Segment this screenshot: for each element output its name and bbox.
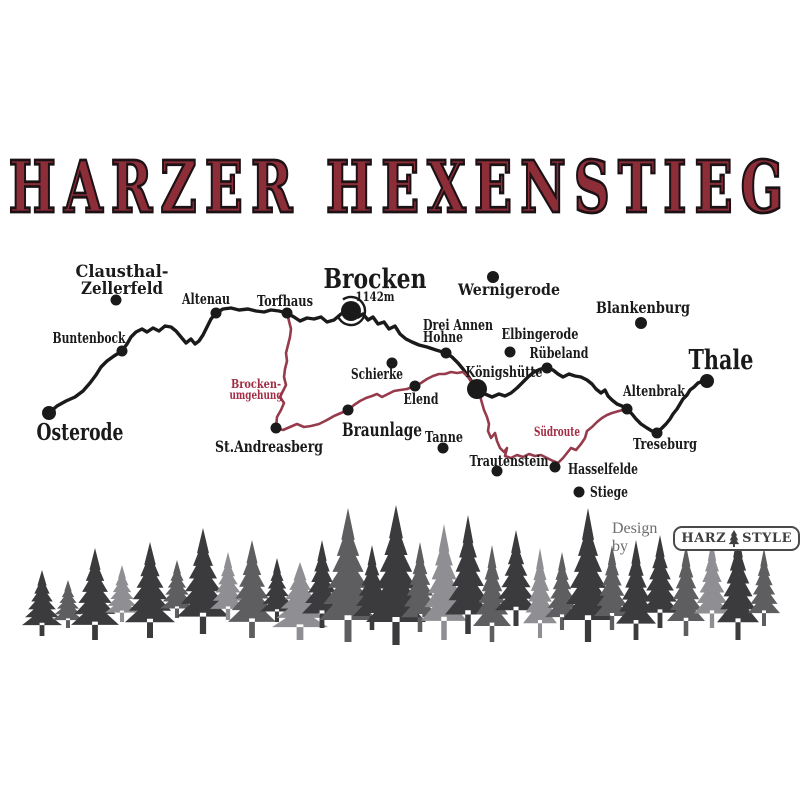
town-label-drei-annen-hohne: Drei Annen [423, 316, 493, 334]
town-label-st-andreasberg: St.Andreasberg [215, 437, 323, 456]
town-dot-elbingerode [504, 346, 516, 358]
pine-tree-24 [594, 545, 630, 630]
pine-tree-3 [71, 548, 119, 640]
town-dot-torfhaus [281, 307, 293, 319]
pine-tree-5 [125, 542, 175, 638]
forest-silhouette [22, 505, 780, 645]
town-label-trautenstein: Trautenstein [470, 452, 549, 470]
town-label-brocken: Brocken [324, 264, 427, 295]
town-label-altenau: Altenau [181, 290, 230, 308]
pine-tree-19 [473, 545, 511, 642]
design-credit: Design by HARZ STYLE [612, 520, 800, 556]
pine-tree-20 [495, 530, 537, 626]
brand-style-text: STYLE [742, 530, 792, 546]
town-dot-hasselfelde [549, 461, 561, 473]
town-dot-wernigerode [487, 271, 499, 283]
town-elevation-brocken: 1142m [356, 290, 395, 305]
town-dot-st-andreasberg [270, 422, 282, 434]
town-label-clausthal-zellerfeld: Clausthal- [76, 262, 169, 282]
town-label-treseburg: Treseburg [633, 435, 697, 453]
town-dot-altenbrak [621, 403, 633, 415]
town-label-elbingerode: Elbingerode [502, 325, 579, 343]
town-dot-thale [700, 374, 714, 388]
pine-tree-18 [445, 515, 491, 634]
town-label-wernigerode: Wernigerode [457, 280, 560, 299]
town-label-stiege: Stiege [590, 483, 628, 501]
town-label-altenbrak: Altenbrak [622, 382, 685, 400]
town-label-ruebeland: Rübeland [530, 344, 589, 362]
pine-tree-1 [22, 570, 62, 636]
town-dot-clausthal-zellerfeld [110, 294, 122, 306]
pine-tree-25 [616, 540, 656, 640]
town-dot-treseburg [651, 427, 663, 439]
town-label-torfhaus: Torfhaus [257, 292, 313, 310]
town-dot-ruebeland [541, 362, 553, 374]
design-by-text: Design by [612, 520, 658, 555]
pine-tree-16 [401, 542, 439, 632]
town-label-koenigshuette: Königshütte [466, 363, 543, 381]
town-dot-buntenbock [116, 345, 128, 357]
pine-tree-9 [228, 540, 276, 638]
summit-ring-brocken [335, 295, 367, 327]
town-dot-koenigshuette [467, 379, 487, 399]
brand-harz-text: HARZ [681, 530, 727, 546]
route-label-brockenumgehung-label: Brocken- [231, 376, 281, 391]
route-suedroute [475, 387, 629, 465]
town-label-buntenbock: Buntenbock [53, 329, 126, 347]
town-dot-drei-annen-hohne [440, 347, 452, 359]
town-label-tanne: Tanne [425, 428, 463, 446]
town-label-schierke: Schierke [351, 365, 403, 383]
pine-tree-8 [210, 552, 246, 620]
pine-tree-30 [748, 548, 780, 626]
pine-tree-11 [272, 562, 328, 640]
page-title: HARZER HEXENSTIEG [8, 144, 792, 231]
town-label-thale: Thale [689, 345, 754, 376]
town-label-elend: Elend [404, 390, 439, 408]
town-dot-osterode [42, 406, 56, 420]
route-brockenumgehung [274, 311, 479, 432]
harzstyle-badge: HARZ STYLE [673, 525, 800, 551]
route-label-suedroute-label: Südroute [534, 425, 580, 440]
town-label-drei-annen-hohne: Hohne [423, 328, 463, 346]
town-dot-schierke [386, 357, 398, 369]
pine-tree-26 [640, 535, 680, 628]
town-dot-elend [409, 380, 421, 392]
pine-tree-2 [52, 580, 84, 628]
town-dot-brocken [341, 301, 361, 321]
town-label-clausthal-zellerfeld: Zellerfeld [81, 279, 163, 299]
town-dot-trautenstein [491, 465, 503, 477]
town-label-hasselfelde: Hasselfelde [568, 460, 638, 478]
town-dot-altenau [210, 307, 222, 319]
town-dot-tanne [437, 442, 449, 454]
pine-tree-27 [667, 545, 705, 636]
town-label-osterode: Osterode [37, 419, 124, 446]
town-label-braunlage: Braunlage [342, 419, 422, 441]
town-label-blankenburg: Blankenburg [596, 298, 690, 317]
town-dot-stiege [573, 486, 585, 498]
town-dot-braunlage [342, 404, 354, 416]
route-label-brockenumgehung-label: umgehung [230, 387, 283, 402]
town-dot-blankenburg [635, 317, 647, 329]
pine-tree-4 [105, 565, 139, 622]
pine-tree-28 [694, 540, 730, 628]
pine-tree-icon [728, 529, 740, 547]
